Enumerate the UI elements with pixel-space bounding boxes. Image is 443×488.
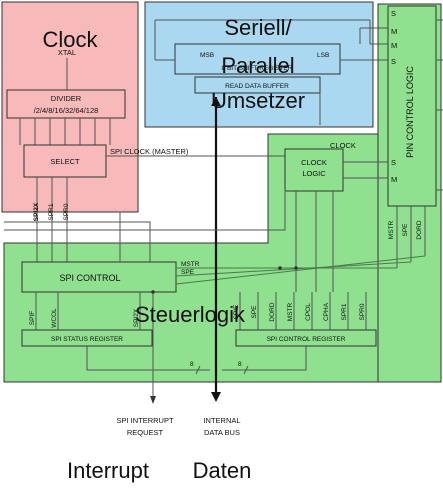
pin-s2: S [391, 57, 396, 66]
spi-control-title: SPI CONTROL [59, 273, 120, 283]
control-bit-spr0: SPR0 [359, 303, 366, 320]
control-region-label: Steuerlogik [135, 302, 246, 327]
select-box [23, 144, 107, 178]
clock-logic-box [284, 148, 344, 192]
clock-logic-inputs [295, 191, 334, 292]
spr0-pin-label: SPR0 [63, 203, 70, 220]
control-bit-mstr: MSTR [287, 302, 294, 321]
spi2x-pin-label: SPI2X [33, 202, 40, 221]
read-buffer-label: READ DATA BUFFER [225, 83, 289, 90]
control-bit-cpol: CPOL [305, 303, 312, 321]
data-bus-output-line2: DATA BUS [204, 428, 240, 437]
bus-width-1: 8 [190, 361, 194, 368]
caption-daten: Daten [193, 458, 252, 483]
status-register-label: SPI STATUS REGISTER [51, 336, 123, 343]
clock-input-label: CLOCK [330, 141, 356, 150]
msb-label: MSB [200, 52, 214, 59]
pin-m1: M [391, 27, 397, 36]
interrupt-output-line1: SPI INTERRUPT [116, 416, 174, 425]
clock-logic-line2: LOGIC [302, 169, 326, 178]
clock-s: S [391, 158, 396, 167]
pin-s1: S [391, 9, 396, 18]
control-bit-cpha: CPHA [323, 302, 330, 321]
control-bits: SPIE SPE DORD MSTR CPOL CPHA SPR1 SPR0 [233, 292, 367, 330]
clock-region-label: Clock [42, 27, 98, 52]
control-register-label: SPI CONTROL REGISTER [267, 336, 346, 343]
divider-title: DIVIDER [51, 94, 82, 103]
shift-register-box [174, 43, 341, 75]
spi-control-spe: SPE [181, 269, 195, 276]
control-bit-spie: SPIE [233, 304, 240, 319]
serial-label-line1: Seriell/ [224, 15, 292, 40]
data-bus-output-line1: INTERNAL [203, 416, 240, 425]
spi-control-box [21, 261, 177, 293]
spr1-pin-label: SPR1 [48, 203, 55, 220]
clock-m: M [391, 175, 397, 184]
control-bit-spr1: SPR1 [341, 303, 348, 320]
spi2x-bit: SPI2X [133, 308, 140, 327]
select-label: SELECT [50, 157, 80, 166]
pin-mstr-label: MSTR [388, 220, 395, 239]
control-bit-spe: SPE [251, 305, 258, 319]
wcol-bit: WCOL [51, 308, 58, 328]
caption-interrupt: Interrupt [67, 458, 149, 483]
read-buffer-box [194, 76, 321, 94]
divider-box [6, 89, 126, 119]
spif-bit: SPIF [29, 311, 36, 325]
control-bit-dord: DORD [269, 302, 276, 321]
lsb-label: LSB [317, 52, 329, 59]
serial-label-line2: Parallel [221, 53, 294, 78]
divider-select-wires [19, 118, 111, 145]
bus-width-2: 8 [238, 361, 242, 368]
pin-m2: M [391, 41, 397, 50]
xtal-label: XTAL [58, 48, 76, 57]
divider-ratios: /2/4/8/16/32/64/128 [34, 106, 99, 115]
pin-dord-label: DORD [416, 220, 423, 239]
interrupt-output-line2: REQUEST [127, 428, 164, 437]
spi-control-mstr: MSTR [181, 261, 200, 268]
status-bit-wires [35, 292, 141, 330]
clock-logic-line1: CLOCK [301, 158, 327, 167]
pin-spe-label: SPE [402, 223, 409, 237]
shift-register-label: 8 BIT SHIFT REGISTER [222, 65, 293, 72]
pin-control-box [387, 5, 437, 207]
pin-control-column [377, 3, 442, 383]
spi-clock-master-label: SPI CLOCK (MASTER) [110, 147, 189, 156]
pin-control-title: PIN CONTROL LOGIC [405, 66, 415, 158]
serial-label-line3: Umsetzer [211, 88, 305, 113]
